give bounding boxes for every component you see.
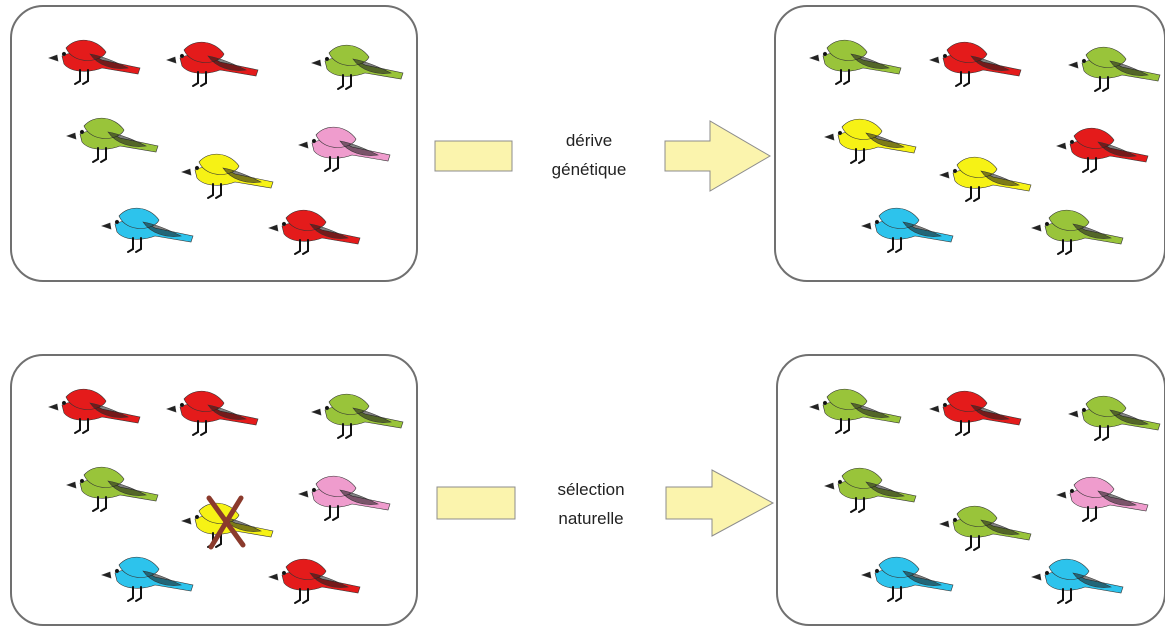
arrow-head: [665, 469, 775, 537]
eliminated-cross-icon: [206, 495, 246, 550]
arrow-tail: [436, 486, 516, 520]
process-label-selection-line1: sélection: [557, 480, 624, 499]
population-box-before: [10, 5, 418, 282]
drift-arrow: dérive génétique: [434, 120, 771, 192]
process-label-drift-line2: génétique: [552, 160, 627, 179]
population-box-after: [776, 354, 1165, 626]
arrow-head: [664, 120, 771, 192]
selection-arrow: sélection naturelle: [436, 469, 775, 537]
bird-population-before: [48, 388, 404, 604]
process-label-selection-line2: naturelle: [558, 509, 623, 528]
population-box-before: [10, 354, 418, 626]
row-drift: dérive génétique: [10, 5, 1165, 282]
process-label-drift-line1: dérive: [566, 131, 612, 150]
arrow-tail: [434, 140, 513, 172]
row-selection: sélection naturelle: [10, 354, 1165, 626]
